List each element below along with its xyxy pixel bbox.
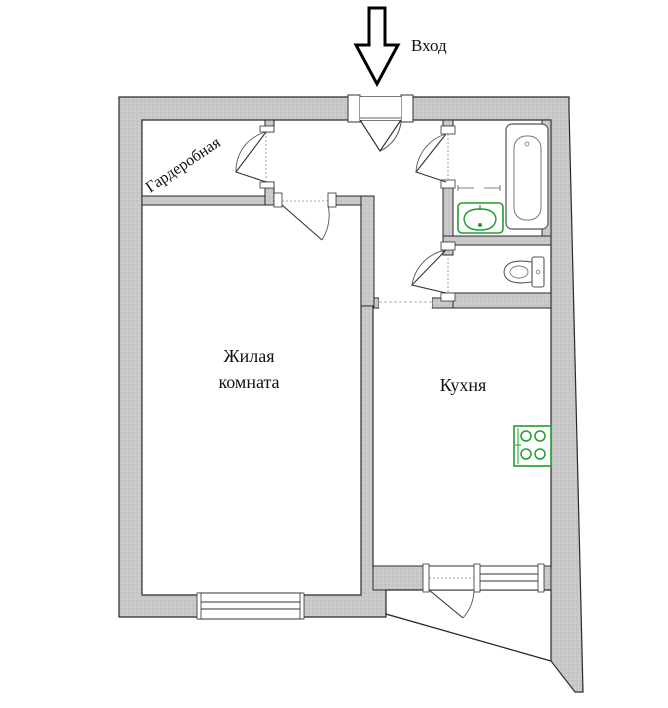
wardrobe-door — [235, 125, 275, 189]
kitchen-opening — [379, 297, 432, 308]
entrance-arrow-icon — [353, 6, 401, 88]
wc-door — [410, 241, 456, 302]
interior-walls — [141, 119, 552, 591]
wardrobe-label: Гардеробная — [143, 134, 224, 197]
entrance-door — [347, 94, 414, 153]
toilet-icon — [503, 256, 545, 288]
living-room-label-line2: комната — [218, 372, 279, 392]
stove-icon — [513, 425, 552, 467]
bathtub-icon — [505, 123, 549, 230]
kitchen-window-balcony-door — [422, 563, 545, 619]
kitchen-label: Кухня — [440, 375, 487, 395]
bathroom-door — [415, 125, 456, 189]
sink-icon — [457, 184, 504, 234]
living-room-door — [273, 192, 337, 241]
balcony — [385, 589, 552, 662]
living-room-label-line1: Жилая — [223, 346, 274, 366]
entrance-label: Вход — [411, 36, 447, 55]
living-room-window — [196, 592, 305, 620]
